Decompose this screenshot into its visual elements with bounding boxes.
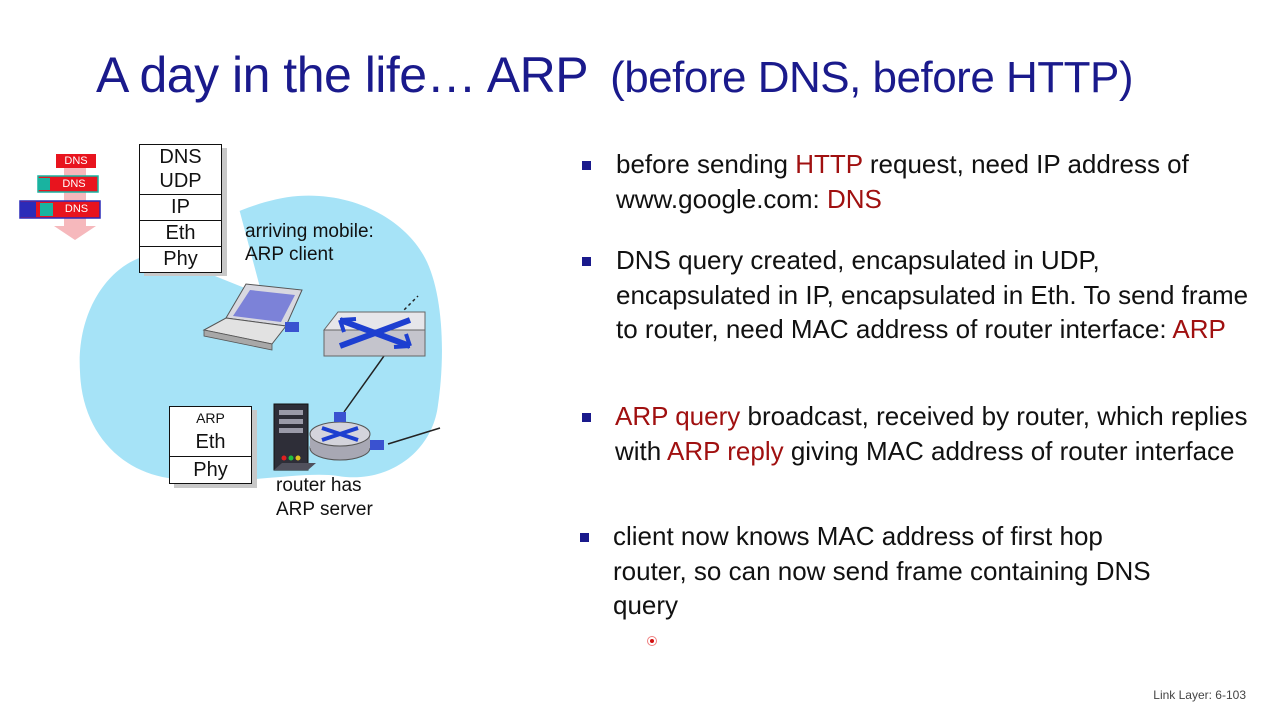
bullet-marker-icon [580, 533, 589, 542]
client-stack-phy: Phy [139, 247, 222, 273]
highlight-term: DNS [826, 183, 882, 214]
router-label-line1: router has [276, 475, 362, 496]
client-stack-ip: IP [139, 195, 222, 221]
bullet-marker-icon [582, 257, 591, 266]
server-stack-phy: Phy [169, 457, 252, 484]
bullet-text-segment: client now knows MAC address of first ho… [613, 521, 1151, 620]
packet-label-dns-1: DNS [64, 155, 88, 167]
client-label-line1: arriving mobile: [245, 221, 374, 242]
router-label-line2: ARP server [276, 499, 373, 520]
server-stack-arp: ARP [169, 406, 252, 430]
bullet-text-segment: DNS query created, encapsulated in UDP, … [616, 245, 1249, 344]
title-sub: (before DNS, before HTTP) [610, 53, 1134, 102]
bullet-text-segment: broadcast, received by router, which rep… [615, 401, 1248, 466]
client-stack-dns: DNS [139, 144, 222, 171]
bullet-3-text: ARP query broadcast, received by router,… [615, 399, 1255, 468]
bullet-text-segment: giving MAC address of router interface [783, 435, 1235, 466]
title-main: A day in the life… ARP [96, 47, 589, 103]
encapsulation-graphic [19, 154, 101, 240]
bullet-marker-icon [582, 161, 591, 170]
packet-label-dns-2: DNS [62, 178, 86, 190]
bullet-marker-icon [582, 413, 591, 422]
client-stack-udp: UDP [139, 169, 222, 195]
highlight-term: ARP [1172, 314, 1226, 344]
server-icon [273, 403, 316, 471]
link-router-external [387, 427, 441, 445]
highlight-term: ARP query [615, 401, 741, 431]
slide-title: A day in the life… ARP (before DNS, befor… [96, 46, 1134, 104]
cursor-pointer-icon [647, 636, 657, 646]
bullet-text-segment: before sending [616, 149, 796, 179]
bullet-text-segment: request, need IP address of www.google.c… [616, 149, 1189, 214]
server-stack-eth: Eth [169, 429, 252, 457]
client-label-line2: ARP client [245, 244, 334, 265]
bullet-1-text: before sending HTTP request, need IP add… [616, 147, 1256, 216]
bullet-4-text: client now knows MAC address of first ho… [613, 519, 1173, 623]
link-switch-external [399, 295, 419, 315]
bullet-2-text: DNS query created, encapsulated in UDP, … [616, 243, 1256, 347]
switch-icon [323, 311, 426, 357]
router-icon [309, 412, 384, 461]
laptop-icon [202, 283, 303, 351]
highlight-term: ARP reply [667, 435, 784, 466]
packet-label-dns-3: DNS [64, 203, 89, 215]
link-switch-router [343, 355, 385, 413]
highlight-term: HTTP [795, 149, 863, 179]
client-stack-eth: Eth [139, 221, 222, 247]
slide-footer: Link Layer: 6-103 [1153, 688, 1246, 702]
